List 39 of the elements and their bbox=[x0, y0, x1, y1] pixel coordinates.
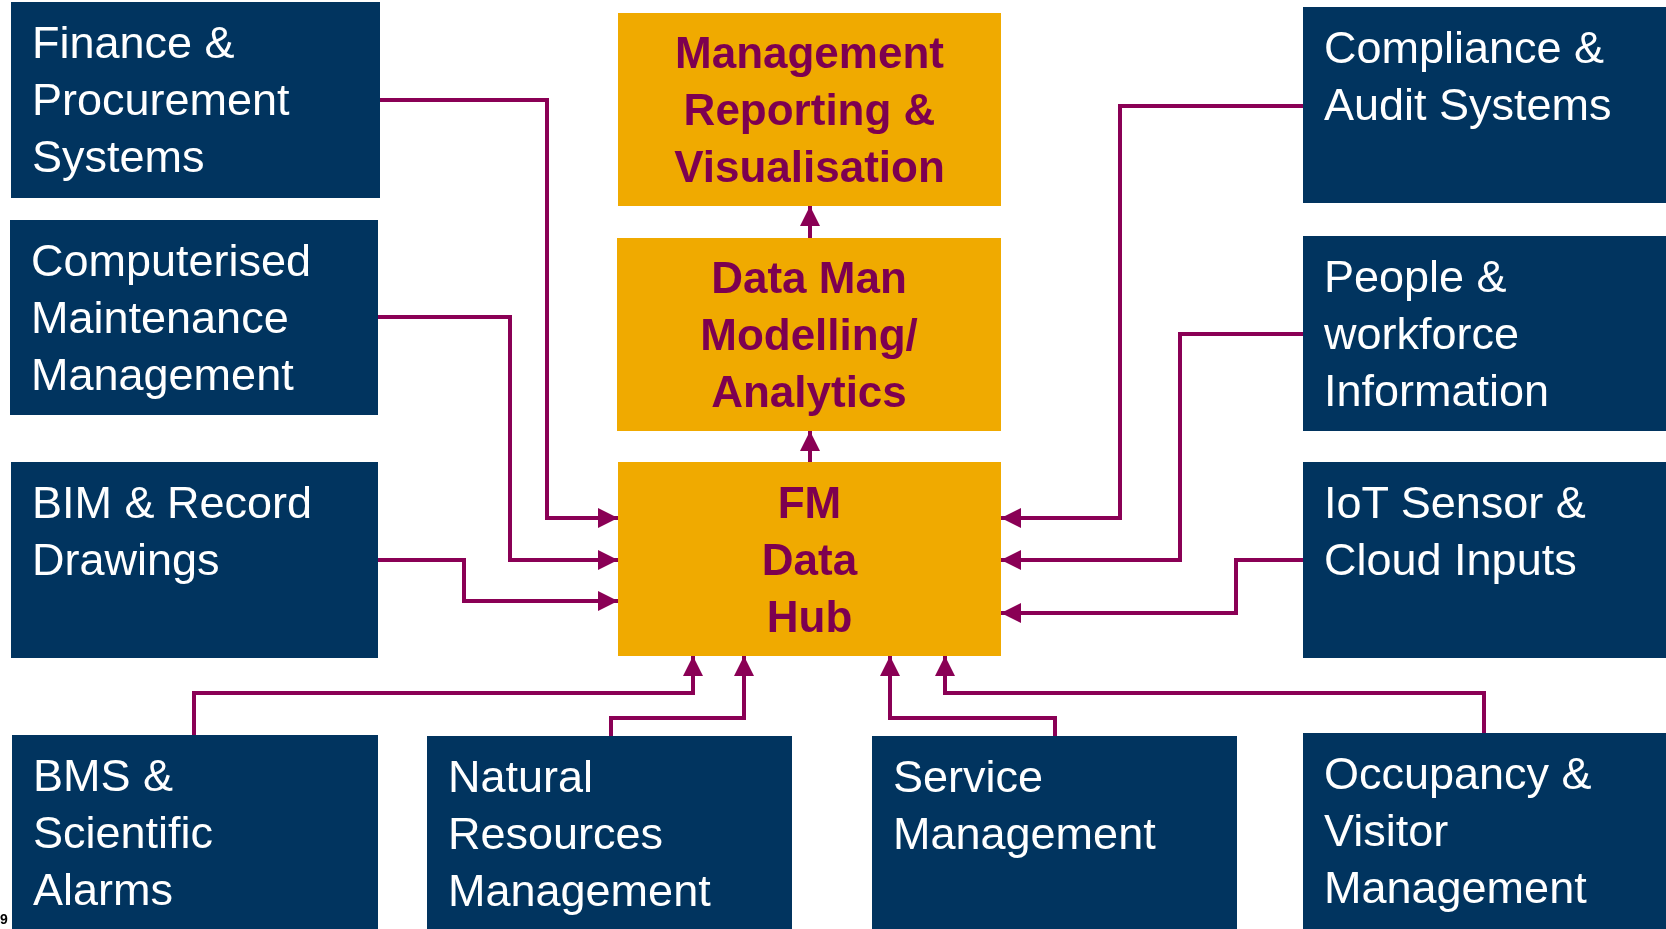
box-label: FM Data Hub bbox=[760, 476, 859, 643]
system-box bbox=[11, 462, 378, 658]
arrow bbox=[880, 656, 1057, 736]
system-box bbox=[1303, 462, 1666, 658]
box-label: Finance & Procurement Systems bbox=[32, 16, 291, 184]
arrow bbox=[1001, 332, 1303, 570]
system-box bbox=[427, 736, 792, 929]
arrow bbox=[935, 656, 1486, 733]
box-label: Service Management bbox=[893, 750, 1157, 861]
system-box bbox=[11, 2, 380, 198]
hub-box bbox=[618, 13, 1001, 206]
box-label: Computerised Maintenance Management bbox=[31, 234, 313, 402]
system-box bbox=[1303, 733, 1666, 929]
system-box bbox=[872, 736, 1237, 929]
arrow bbox=[800, 431, 820, 462]
box-label: Management Reporting & Visualisation bbox=[673, 27, 946, 193]
box-label: Data Man Modelling/ Analytics bbox=[699, 252, 919, 418]
arrow bbox=[1001, 558, 1303, 623]
arrow bbox=[378, 558, 618, 611]
box-label: BMS & Scientific Alarms bbox=[33, 749, 215, 917]
box-label: People & workforce Information bbox=[1324, 250, 1551, 418]
box-label: IoT Sensor & Cloud Inputs bbox=[1324, 476, 1587, 587]
box-label: Occupancy & Visitor Management bbox=[1324, 747, 1593, 915]
box-label: Compliance & Audit Systems bbox=[1324, 21, 1613, 132]
hub-box bbox=[617, 238, 1001, 431]
arrow bbox=[378, 315, 618, 570]
system-box bbox=[10, 220, 378, 415]
page-number: 9 bbox=[0, 911, 8, 927]
system-box bbox=[1303, 7, 1666, 203]
system-box bbox=[12, 735, 378, 929]
arrow bbox=[380, 98, 618, 528]
arrow bbox=[1001, 104, 1303, 528]
box-label: BIM & Record Drawings bbox=[32, 476, 314, 587]
arrow bbox=[800, 206, 820, 238]
hub-box bbox=[618, 462, 1001, 656]
arrow bbox=[609, 656, 754, 736]
arrow bbox=[192, 656, 703, 735]
system-box bbox=[1303, 236, 1666, 431]
box-label: Natural Resources Management bbox=[448, 750, 712, 918]
